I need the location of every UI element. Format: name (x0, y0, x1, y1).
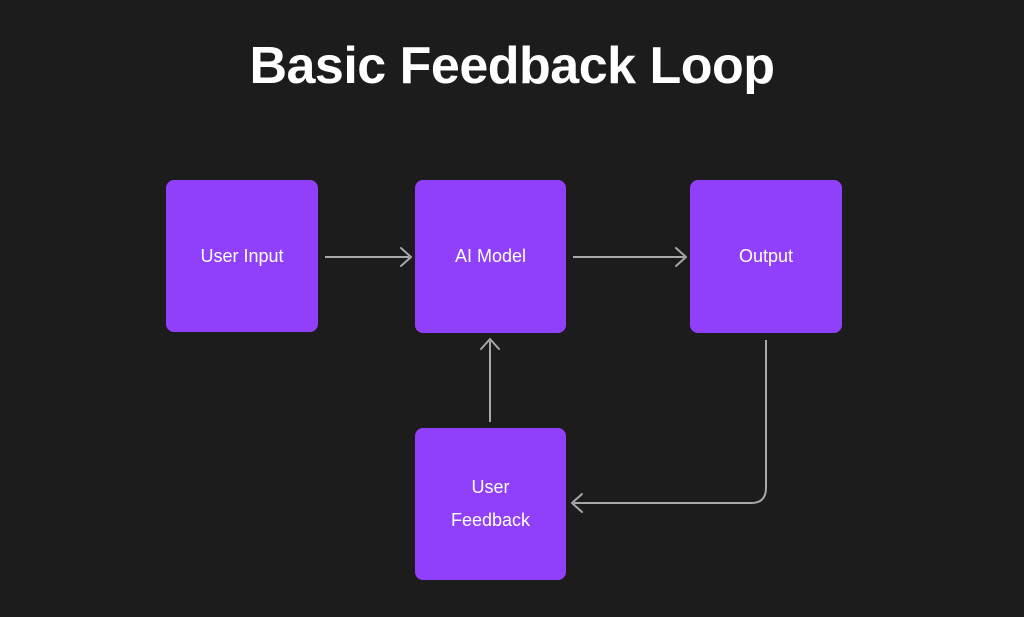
node-user-feedback-label: User Feedback (450, 477, 531, 530)
node-user-input[interactable]: User Input (166, 180, 318, 332)
edge-ai-model-to-output (573, 247, 687, 267)
node-ai-model[interactable]: AI Model (415, 180, 566, 333)
node-ai-model-label: AI Model (454, 246, 527, 266)
edge-user-input-to-ai-model (325, 247, 412, 267)
edge-user-feedback-to-ai-model (480, 338, 500, 422)
edge-output-to-user-feedback (571, 340, 767, 513)
node-output[interactable]: Output (690, 180, 842, 333)
node-user-input-label: User Input (200, 245, 284, 266)
node-user-feedback[interactable]: User Feedback (415, 428, 566, 580)
page-title: Basic Feedback Loop (249, 37, 775, 95)
node-output-label: Output (738, 246, 794, 266)
